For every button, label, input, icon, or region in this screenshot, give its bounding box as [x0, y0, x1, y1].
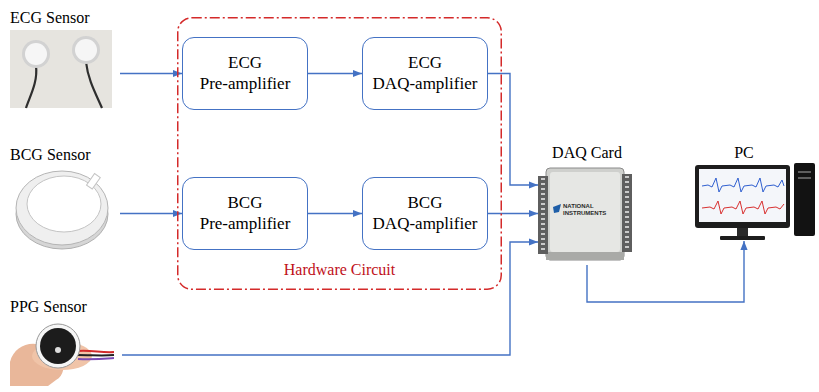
node-label: BCG Pre-amplifier — [190, 193, 300, 234]
text-holder: ECG Sensor — [10, 8, 120, 27]
arrow-connector — [120, 213, 182, 214]
word: PC — [734, 144, 754, 161]
card-body — [546, 168, 624, 260]
node-label: DAQ Card — [538, 143, 636, 162]
word: Sensor — [43, 298, 87, 315]
node-label: PPG Sensor — [10, 297, 122, 316]
word: ECG — [408, 53, 442, 72]
sensor-led — [55, 347, 61, 353]
bcg-band-figure — [16, 171, 108, 249]
process-box: BCG Pre-amplifier — [182, 177, 308, 250]
word: Pre-amplifier — [200, 214, 291, 233]
sensor-figure: BCG Sensor — [10, 145, 120, 253]
word: DAQ-amplifier — [373, 74, 478, 93]
brand-label: NATIONAL INSTRUMENTS — [563, 203, 619, 217]
computer-figure — [695, 163, 815, 240]
card-connector — [538, 176, 548, 254]
connector-pins — [625, 176, 629, 250]
word: DAQ — [552, 144, 587, 161]
brand-logo — [553, 204, 561, 213]
pc-tower — [794, 163, 815, 236]
word: INSTRUMENTS — [563, 210, 606, 216]
monitor-stand — [737, 228, 748, 236]
word: Card — [591, 144, 622, 161]
photo-ground — [10, 30, 112, 108]
node-label: ECG Sensor — [10, 8, 120, 27]
dash-dot-border — [178, 18, 502, 290]
word: Pre-amplifier — [200, 74, 291, 93]
text-holder: BCG Pre-amplifier — [190, 193, 300, 234]
text-holder: PC — [692, 143, 796, 162]
ppg-sensor-figure — [10, 324, 114, 386]
word: BCG — [228, 193, 263, 212]
circuit-group: Hardware CircuitECG Pre-amplifierECG DAQ… — [177, 17, 502, 290]
card-top — [550, 172, 620, 252]
connectors — [120, 74, 744, 356]
word: PPG — [10, 298, 39, 315]
word: Hardware — [284, 261, 347, 278]
arrow-connector — [120, 73, 182, 74]
monitor-bezel — [695, 165, 790, 228]
electrode-face — [75, 39, 97, 61]
word: Sensor — [46, 9, 90, 26]
sensor-figure: ECG Sensor — [10, 8, 120, 110]
text-holder: ECG DAQ-amplifier — [370, 53, 480, 94]
drive-bay — [798, 171, 811, 173]
word: ECG — [228, 53, 262, 72]
node-label: ECG Pre-amplifier — [190, 53, 300, 94]
process-box: BCG DAQ-amplifier — [362, 177, 488, 250]
electrode-wire — [86, 62, 102, 108]
node-label: PC — [692, 143, 796, 162]
arrow-connector — [122, 242, 538, 355]
daq-card-figure — [538, 168, 632, 260]
waveform — [702, 178, 784, 192]
sensor-face — [40, 328, 76, 364]
text-holder: BCG Sensor — [10, 145, 120, 164]
node-label: BCG DAQ-amplifier — [370, 193, 480, 234]
node-label: BCG Sensor — [10, 145, 120, 164]
text-holder: ECG Pre-amplifier — [190, 53, 300, 94]
drive-bay — [798, 177, 811, 179]
sensor-wire — [78, 351, 114, 352]
sensor-ring — [36, 324, 80, 368]
word: Sensor — [47, 146, 91, 163]
band-slot — [87, 174, 101, 189]
electrode-wire — [26, 66, 36, 108]
card-edge — [546, 252, 624, 260]
arrow-connector — [308, 213, 362, 214]
process-box: ECG DAQ-amplifier — [362, 37, 488, 110]
word: ECG — [10, 9, 42, 26]
ecg-electrode-photo — [10, 30, 112, 108]
sensor-figure: PPG Sensor — [10, 297, 122, 387]
word: NATIONAL — [563, 203, 593, 209]
process-box: ECG Pre-amplifier — [182, 37, 308, 110]
arrow-connector — [488, 74, 538, 186]
word: BCG — [10, 146, 43, 163]
sensor-wire — [78, 354, 114, 356]
text-holder: DAQ Card — [538, 143, 636, 162]
word: DAQ-amplifier — [373, 214, 478, 233]
word: Circuit — [351, 261, 395, 278]
band-outer — [16, 171, 108, 245]
electrode-rim — [72, 36, 100, 64]
arrow-connector — [488, 213, 538, 214]
text-holder: Hardware Circuit — [177, 260, 502, 279]
monitor-screen — [699, 169, 786, 222]
electrode-rim — [22, 40, 50, 68]
monitor-base — [720, 236, 765, 240]
arrow-connector — [587, 241, 744, 302]
connector-pins — [541, 178, 545, 252]
sensor-wire — [78, 358, 114, 359]
arrow-connector — [308, 73, 362, 74]
node-label: Hardware Circuit — [177, 260, 502, 279]
electrode-face — [25, 43, 47, 65]
waveform — [702, 201, 784, 214]
word: BCG — [408, 193, 443, 212]
text-holder: BCG DAQ-amplifier — [370, 193, 480, 234]
text-holder: PPG Sensor — [10, 297, 122, 316]
node-label: ECG DAQ-amplifier — [370, 53, 480, 94]
computer: PC — [692, 143, 796, 241]
card-connector — [622, 174, 632, 252]
